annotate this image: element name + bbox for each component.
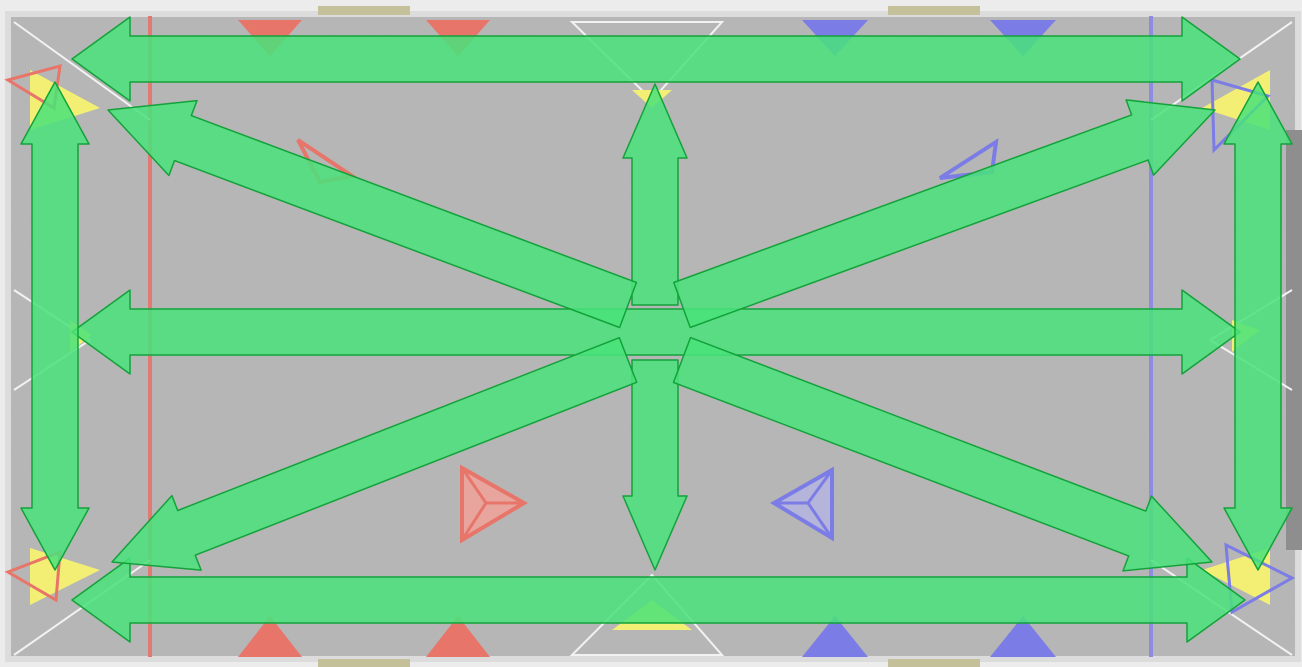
right-side-strip [1286, 130, 1302, 550]
top-tab-1 [318, 6, 410, 15]
top-tab-2 [888, 6, 980, 15]
bottom-tab-1 [318, 659, 410, 667]
bottom-tab-2 [888, 659, 980, 667]
